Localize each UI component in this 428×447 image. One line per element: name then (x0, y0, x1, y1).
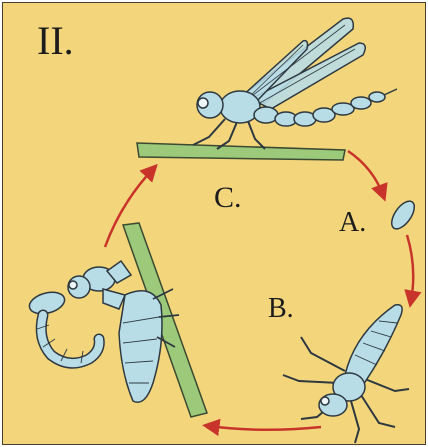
adult-twig (137, 143, 345, 160)
arrow-nymph-to-emerging (209, 426, 321, 430)
arrow-egg-to-nymph (407, 235, 413, 301)
stage-label-a: A. (339, 209, 366, 237)
nymph-icon (283, 305, 409, 443)
adult-dragonfly-icon (193, 18, 397, 149)
stage-label-b: B. (268, 295, 294, 323)
egg-icon (387, 197, 418, 232)
panel-label: II. (37, 21, 74, 61)
stage-label-c: C. (214, 183, 242, 213)
arrow-adult-to-egg (348, 151, 383, 195)
